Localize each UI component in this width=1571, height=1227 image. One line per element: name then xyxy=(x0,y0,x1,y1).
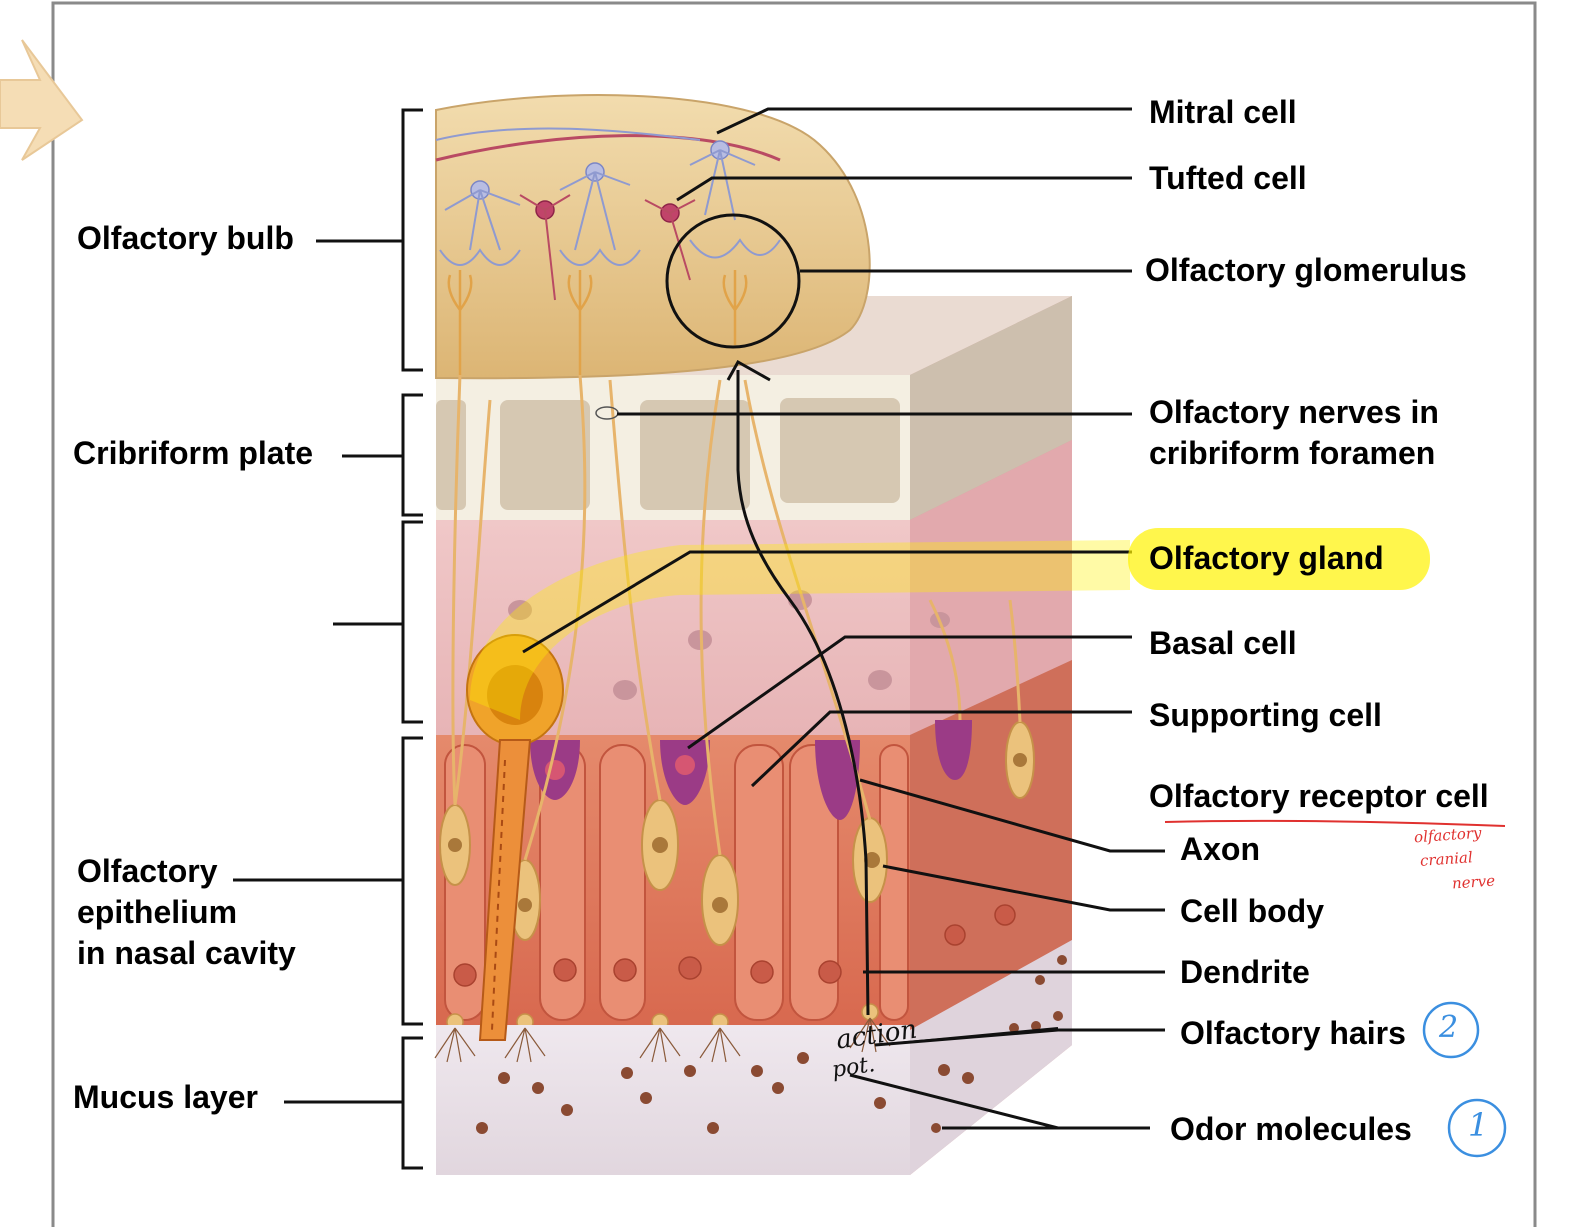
annotation-note-line3: nerve xyxy=(1451,871,1496,893)
olfactory-bulb-shape xyxy=(435,94,871,380)
label-epithelium-line2: epithelium xyxy=(77,894,238,930)
leader-lines xyxy=(233,107,1165,1130)
red-underline xyxy=(1164,819,1506,827)
label-nerves-line1: Olfactory nerves in xyxy=(1149,394,1439,430)
nerve-fibers xyxy=(451,374,1022,861)
label-dendrite: Dendrite xyxy=(1180,954,1310,990)
circle-1-icon xyxy=(1447,1098,1507,1158)
circle-2-icon xyxy=(1422,1001,1480,1059)
brackets xyxy=(401,108,423,1170)
cribriform-plate-layer xyxy=(436,296,1072,520)
label-cribriform-plate: Cribriform plate xyxy=(73,435,314,471)
mucus-layer-region xyxy=(434,940,1072,1175)
label-olfactory-receptor-cell: Olfactory receptor cell xyxy=(1149,778,1489,814)
label-tufted-cell: Tufted cell xyxy=(1149,160,1307,196)
label-nerves-line2: cribriform foramen xyxy=(1149,435,1436,471)
label-olfactory-gland: Olfactory gland xyxy=(1149,540,1384,576)
gland-label-highlight xyxy=(1128,528,1430,590)
annotation-circle-1: 1 xyxy=(1468,1106,1489,1144)
label-olfactory-glomerulus: Olfactory glomerulus xyxy=(1145,252,1467,288)
annotation-circle-2: 2 xyxy=(1439,1010,1459,1045)
glomerulus-circle xyxy=(665,213,801,349)
label-mucus-layer: Mucus layer xyxy=(73,1079,258,1115)
label-cell-body: Cell body xyxy=(1180,893,1325,929)
label-mitral-cell: Mitral cell xyxy=(1149,94,1297,130)
label-supporting-cell: Supporting cell xyxy=(1149,697,1382,733)
olfactory-gland-shape xyxy=(466,634,564,1041)
label-basal-cell: Basal cell xyxy=(1149,625,1297,661)
label-olfactory-bulb: Olfactory bulb xyxy=(77,220,294,256)
label-axon: Axon xyxy=(1180,831,1260,867)
arrow-icon xyxy=(0,39,84,161)
label-epithelium-line1: Olfactory xyxy=(77,853,218,889)
action-potential-path xyxy=(726,359,870,1016)
annotation-note-line2: cranial xyxy=(1419,848,1474,870)
diagram-frame xyxy=(51,1,1537,1227)
label-epithelium-line3: in nasal cavity xyxy=(77,935,296,971)
epithelium-layer xyxy=(436,660,1072,1031)
label-odor-molecules: Odor molecules xyxy=(1170,1111,1412,1147)
label-olfactory-hairs: Olfactory hairs xyxy=(1180,1015,1406,1051)
